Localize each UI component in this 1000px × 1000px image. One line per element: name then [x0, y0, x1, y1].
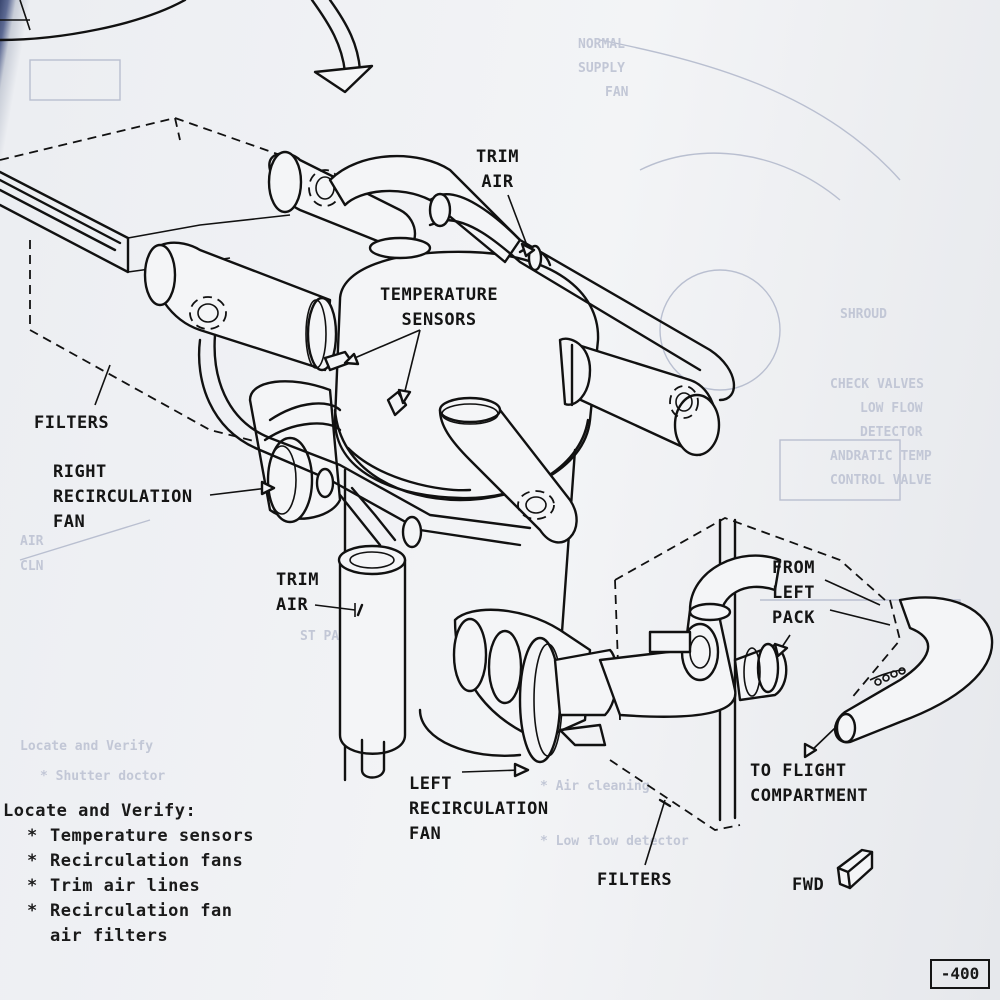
leader-lines	[94, 194, 891, 866]
bullet-star: *	[27, 851, 38, 871]
page-number-box: -400	[930, 959, 990, 989]
label-trim-air-top: TRIM AIR	[476, 147, 519, 192]
label-trim-air-bottom: TRIM AIR	[276, 570, 319, 615]
bullet-star: *	[27, 876, 38, 896]
lower-trim-air-line	[197, 333, 532, 549]
label-to-flight-compartment: TO FLIGHT COMPARTMENT	[750, 761, 869, 806]
svg-text:DETECTOR: DETECTOR	[860, 425, 923, 440]
svg-text:* Low flow detector: * Low flow detector	[540, 834, 689, 849]
upper-left-duct	[267, 150, 522, 264]
fwd-arrow-icon	[836, 848, 874, 890]
list-item: * Recirculation fans	[3, 849, 254, 874]
label-temperature-sensors: TEMPERATURE SENSORS	[380, 285, 499, 330]
list-item: * Temperature sensors	[3, 824, 254, 849]
label-right-recirculation-fan: RIGHT RECIRCULATION FAN	[53, 462, 193, 532]
list-item-text: Recirculation fan air filters	[50, 901, 233, 946]
svg-text:* Shutter doctor: * Shutter doctor	[40, 769, 165, 784]
list-item-text: Trim air lines	[50, 876, 201, 896]
list-item: * Trim air lines	[3, 874, 254, 899]
trim-air-canister	[337, 544, 407, 779]
svg-text:NORMAL: NORMAL	[578, 37, 625, 52]
upper-right-duct	[428, 192, 735, 457]
svg-text:SHROUD: SHROUD	[840, 307, 887, 322]
svg-text:CONTROL VALVE: CONTROL VALVE	[830, 473, 932, 488]
bullet-star: *	[27, 901, 38, 921]
left-recirculation-fan-drawing	[418, 608, 619, 764]
label-from-left-pack: FROM LEFT PACK	[772, 558, 815, 628]
svg-text:CLN: CLN	[20, 559, 44, 574]
lower-left-duct	[143, 241, 338, 372]
svg-text:Locate and Verify: Locate and Verify	[20, 739, 153, 754]
svg-text:AIR: AIR	[20, 534, 44, 549]
flight-compartment-duct	[833, 596, 994, 744]
locate-and-verify-panel: Locate and Verify: * Temperature sensors …	[3, 799, 254, 949]
bullet-star: *	[27, 826, 38, 846]
list-item-text: Temperature sensors	[50, 826, 254, 846]
left-pack-inlet-duct	[598, 554, 788, 718]
list-item: * Recirculation fan air filters	[3, 899, 254, 949]
svg-text:ANDRATIC TEMP: ANDRATIC TEMP	[830, 449, 932, 464]
svg-text:* Air cleaning: * Air cleaning	[540, 779, 650, 794]
label-left-recirculation-fan: LEFT RECIRCULATION FAN	[409, 774, 549, 844]
svg-text:LOW FLOW: LOW FLOW	[860, 401, 923, 416]
label-filters-left: FILTERS	[34, 413, 110, 433]
view-arrow	[0, 0, 374, 94]
label-fwd: FWD	[792, 875, 825, 895]
svg-text:FAN: FAN	[605, 85, 629, 100]
list-item-text: Recirculation fans	[50, 851, 244, 871]
label-filters-bottom: FILTERS	[597, 870, 673, 890]
svg-text:SUPPLY: SUPPLY	[578, 61, 625, 76]
front-right-duct	[438, 396, 578, 544]
locate-title: Locate and Verify:	[3, 801, 197, 821]
locate-list: * Temperature sensors * Recirculation fans…	[3, 824, 254, 949]
svg-text:CHECK VALVES: CHECK VALVES	[830, 377, 924, 392]
